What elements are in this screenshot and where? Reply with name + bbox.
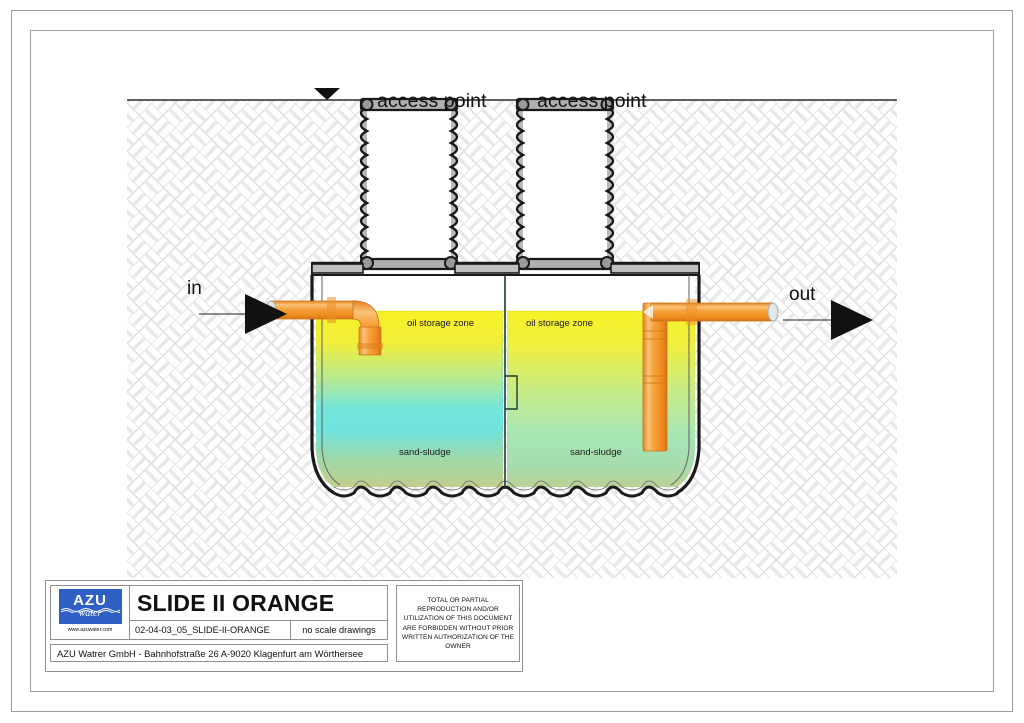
drawing-meta-row: 02-04-03_05_SLIDE-II-ORANGE no scale dra… <box>130 621 387 639</box>
label-oil-storage-zone-left: oil storage zone <box>407 318 475 329</box>
company-website: www.azuwater.com <box>67 627 113 633</box>
tank-top-slab <box>311 261 700 274</box>
label-inlet: in <box>187 278 202 299</box>
outlet-pipe <box>642 299 779 452</box>
sheet-frame-outer <box>11 10 1013 712</box>
label-access-point-right: access point <box>537 90 647 112</box>
product-name: SLIDE II ORANGE <box>130 586 387 621</box>
divider-wall <box>504 275 518 489</box>
access-shaft-left <box>359 97 459 271</box>
logo-sub-text: water <box>78 608 102 619</box>
label-oil-storage-zone-right: oil storage zone <box>526 318 594 329</box>
company-address: AZU Watrer GmbH - Bahnhofstraße 26 A-902… <box>50 644 388 662</box>
flow-arrow-in <box>199 294 287 334</box>
access-shaft-right <box>515 97 615 271</box>
logo-brand-text: AZU <box>73 592 107 609</box>
label-sand-sludge-right: sand-sludge <box>570 447 622 458</box>
flow-arrow-out <box>783 300 873 340</box>
azu-water-logo-mark: AZU water <box>58 589 122 624</box>
label-sand-sludge-left: sand-sludge <box>399 447 451 458</box>
drawing-canvas: access point access point in out oil sto… <box>31 31 993 691</box>
inlet-pipe <box>265 297 383 356</box>
copyright-notice: TOTAL OR PARTIAL REPRODUCTION AND/OR UTI… <box>396 585 520 662</box>
label-access-point-left: access point <box>377 90 487 112</box>
title-block: AZU water www.azuwater.com SLIDE II ORAN… <box>45 580 523 672</box>
ground-level-symbol <box>314 88 340 100</box>
drawing-code: 02-04-03_05_SLIDE-II-ORANGE <box>130 621 291 639</box>
company-logo: AZU water www.azuwater.com <box>51 586 130 639</box>
scale-note: no scale drawings <box>302 625 376 635</box>
title-block-text-column: SLIDE II ORANGE 02-04-03_05_SLIDE-II-ORA… <box>130 586 387 639</box>
wave-icon <box>60 608 120 613</box>
label-outlet: out <box>789 284 816 305</box>
sheet-frame-inner <box>30 30 994 692</box>
title-block-main: AZU water www.azuwater.com SLIDE II ORAN… <box>50 585 388 640</box>
